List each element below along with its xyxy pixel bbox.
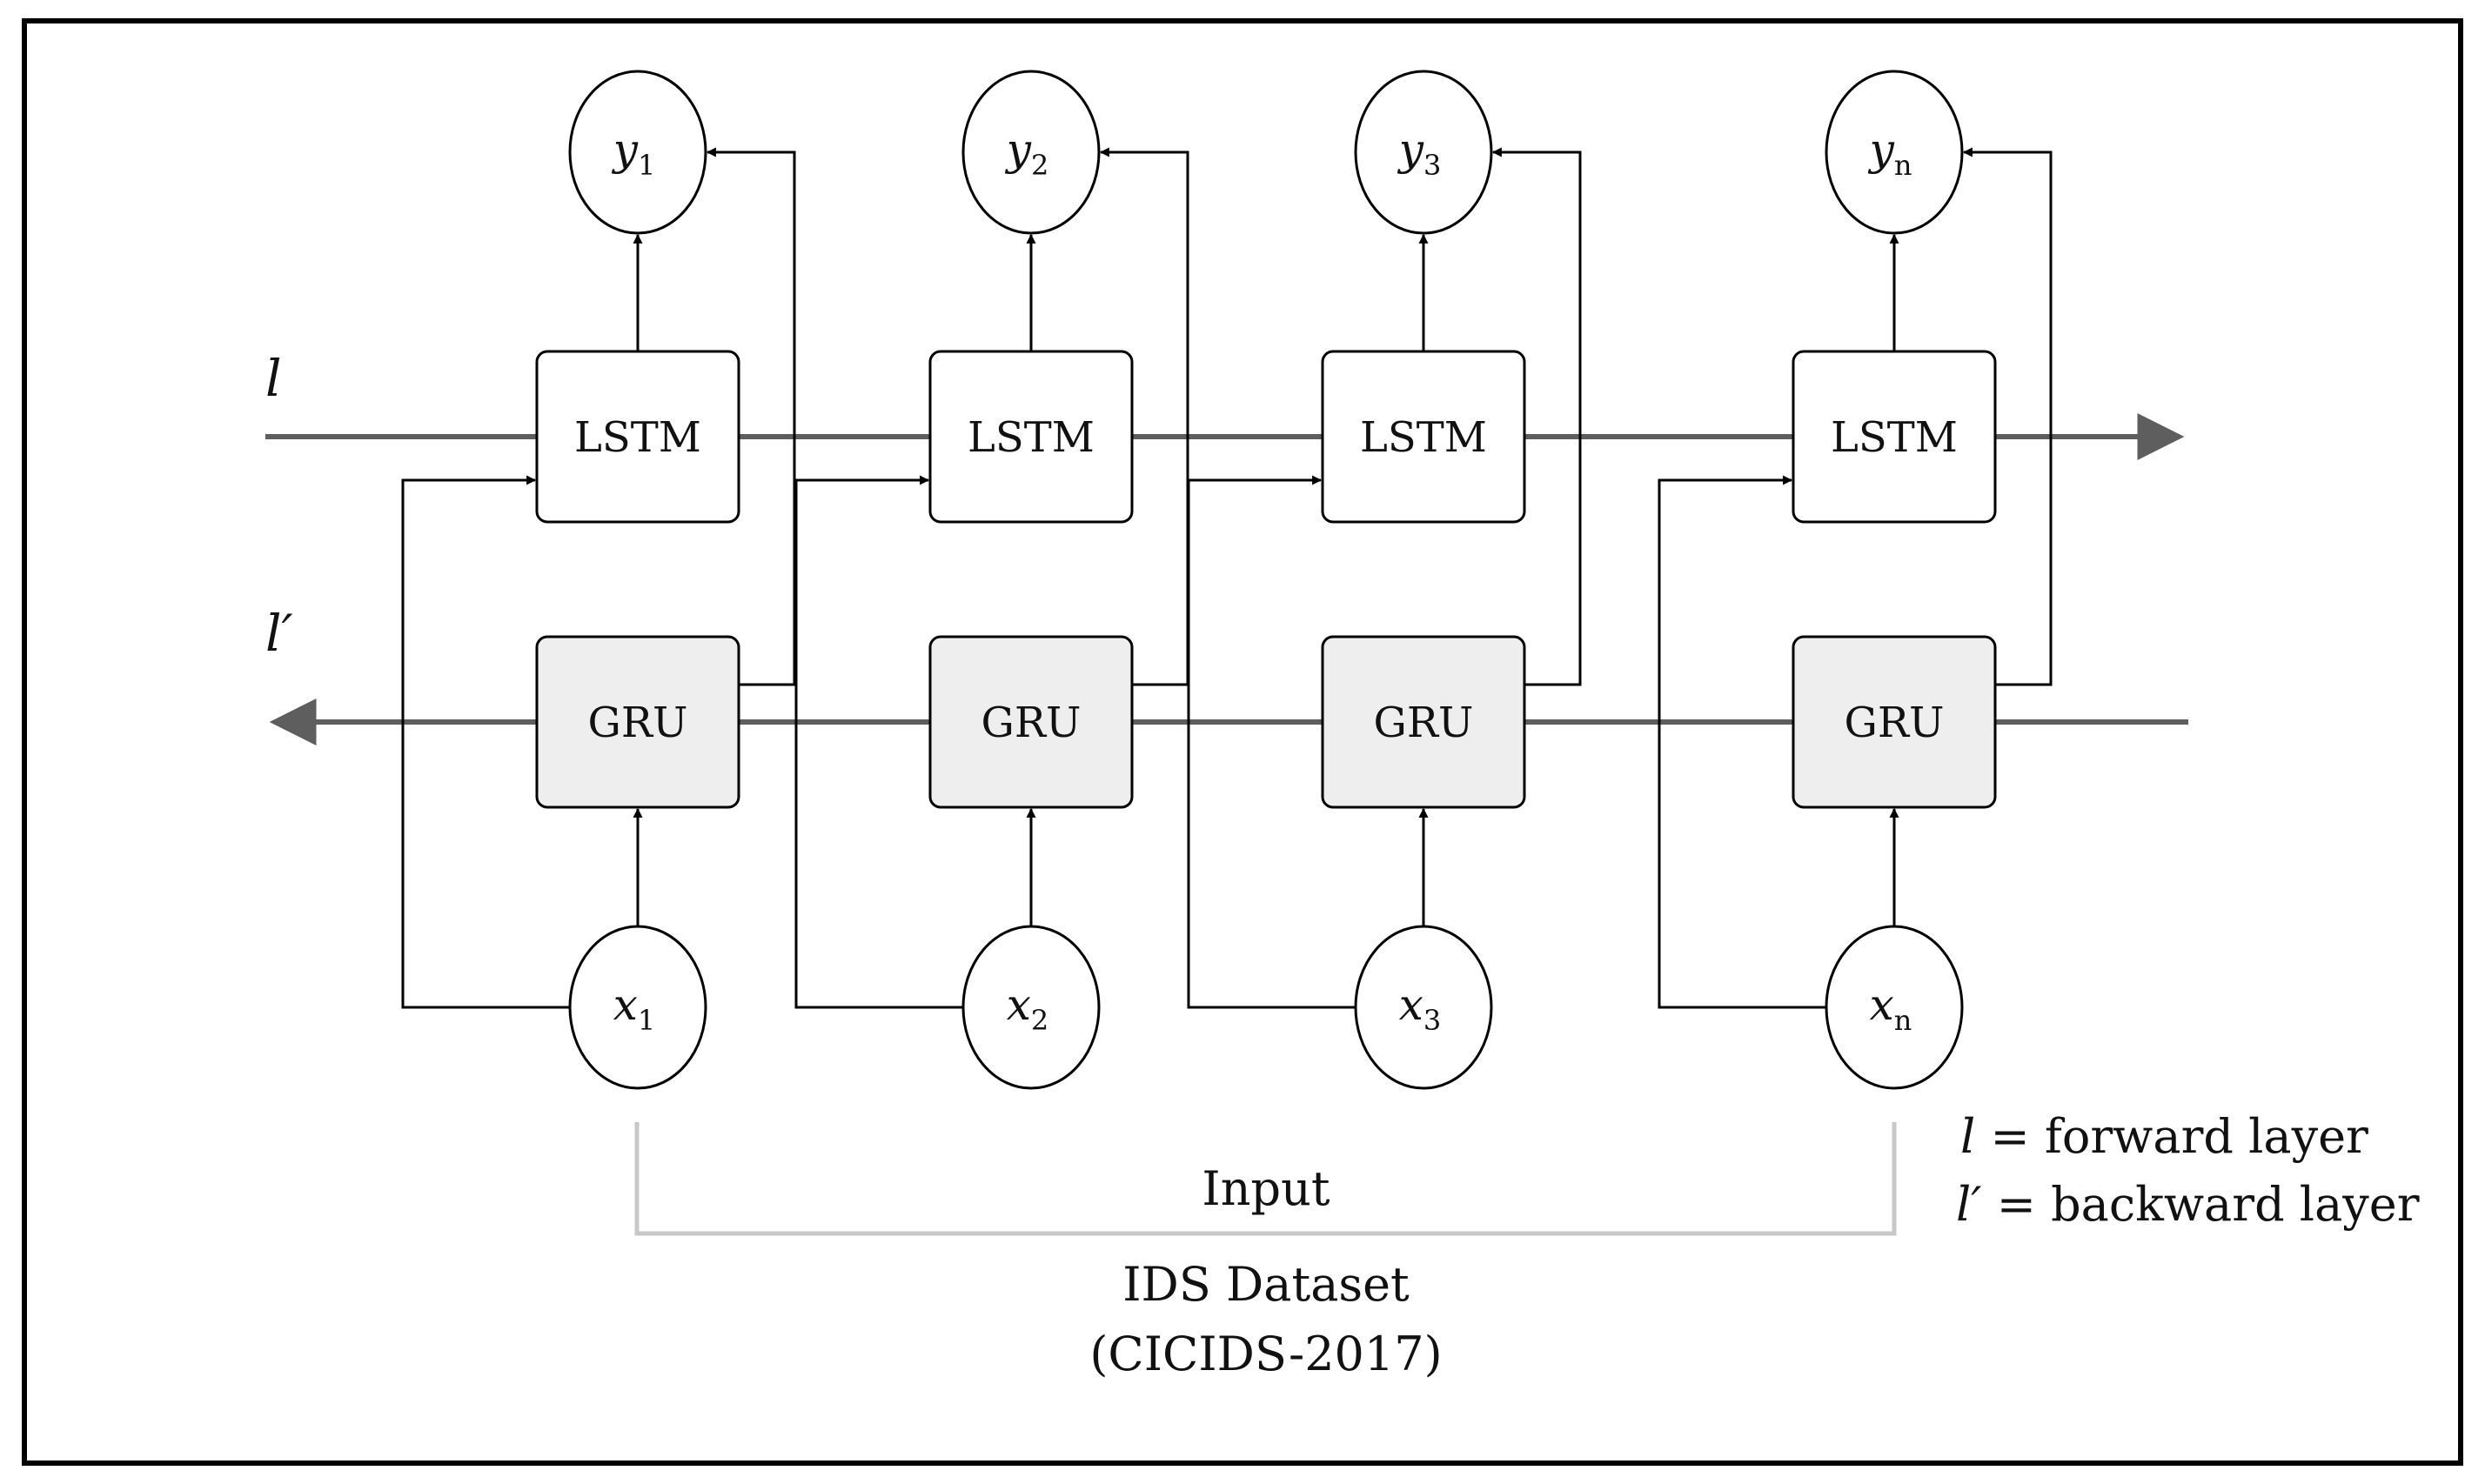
input-node-label: xn — [1870, 979, 1912, 1037]
arrow-gru-to-output — [706, 147, 796, 686]
gru-box — [1792, 635, 1997, 809]
output-node-label: yn — [1868, 124, 1912, 182]
output-node-label: y2 — [1005, 124, 1049, 182]
arrow-input-to-lstm — [1658, 475, 1826, 1009]
input-bracket — [634, 1122, 1897, 1236]
input-subscript: n — [1894, 1004, 1912, 1037]
arrow-input-to-lstm — [401, 475, 570, 1009]
lstm-box — [928, 350, 1134, 524]
output-var: y — [612, 124, 639, 175]
dataset-name: (CICIDS-2017) — [1089, 1327, 1442, 1381]
legend-backward-text: = backward layer — [1982, 1177, 2420, 1232]
gru-label: GRU — [588, 699, 688, 747]
arrow-input-to-lstm — [1187, 475, 1356, 1009]
output-var: y — [1868, 124, 1895, 175]
output-subscript: 2 — [1031, 149, 1048, 182]
gru-box — [928, 635, 1134, 809]
gru-box — [1321, 635, 1526, 809]
cells: LSTMGRUy1x1LSTMGRUy2x2LSTMGRUy3x3LSTMGRU… — [535, 70, 1997, 1090]
forward-layer-symbol: l — [265, 349, 282, 408]
legend-forward-text: = forward layer — [1975, 1109, 2368, 1164]
input-var: x — [1007, 979, 1031, 1030]
backward-layer-symbol: l′ — [265, 604, 293, 663]
gru-label: GRU — [1374, 699, 1474, 747]
input-var: x — [1870, 979, 1894, 1030]
output-var: y — [1005, 124, 1032, 175]
lstm-box — [1792, 350, 1997, 524]
output-subscript: n — [1894, 149, 1912, 182]
lstm-label: LSTM — [1360, 413, 1487, 462]
legend-backward: l′ = backward layer — [1956, 1177, 2420, 1232]
input-node-label: x3 — [1399, 979, 1442, 1037]
output-node — [1354, 70, 1493, 235]
gru-label: GRU — [1845, 699, 1945, 747]
output-subscript: 3 — [1423, 149, 1441, 182]
connections — [401, 147, 2053, 1009]
lstm-label: LSTM — [1831, 413, 1958, 462]
legend-forward-symbol: l — [1960, 1109, 1975, 1164]
input-node — [568, 925, 707, 1090]
lstm-label: LSTM — [574, 413, 701, 462]
input-node — [1825, 925, 1964, 1090]
output-node — [1825, 70, 1964, 235]
input-subscript: 2 — [1031, 1004, 1048, 1037]
gru-label: GRU — [981, 699, 1082, 747]
output-node — [568, 70, 707, 235]
input-var: x — [1399, 979, 1423, 1030]
input-node — [961, 925, 1101, 1090]
input-subscript: 3 — [1423, 1004, 1441, 1037]
output-subscript: 1 — [638, 149, 655, 182]
arrow-gru-to-output — [1099, 147, 1189, 686]
arrow-gru-to-output — [1491, 147, 1582, 686]
input-node — [1354, 925, 1493, 1090]
output-var: y — [1397, 124, 1424, 175]
dataset-title: IDS Dataset — [1122, 1257, 1410, 1312]
diagram-frame — [22, 18, 2463, 1466]
input-label: Input — [1202, 1161, 1330, 1216]
lstm-label: LSTM — [968, 413, 1095, 462]
arrow-input-to-lstm — [794, 475, 963, 1009]
input-var: x — [613, 979, 638, 1030]
output-node — [961, 70, 1101, 235]
output-node-label: y3 — [1397, 124, 1442, 182]
legend-backward-symbol: l′ — [1956, 1177, 1982, 1232]
legend: l = forward layer l′ = backward layer — [1956, 1109, 2420, 1232]
legend-forward: l = forward layer — [1960, 1109, 2368, 1164]
lstm-box — [1321, 350, 1526, 524]
input-subscript: 1 — [638, 1004, 655, 1037]
lstm-box — [535, 350, 740, 524]
input-node-label: x1 — [613, 979, 656, 1037]
input-node-label: x2 — [1007, 979, 1049, 1037]
output-node-label: y1 — [612, 124, 656, 182]
arrow-gru-to-output — [1962, 147, 2053, 686]
gru-box — [535, 635, 740, 809]
